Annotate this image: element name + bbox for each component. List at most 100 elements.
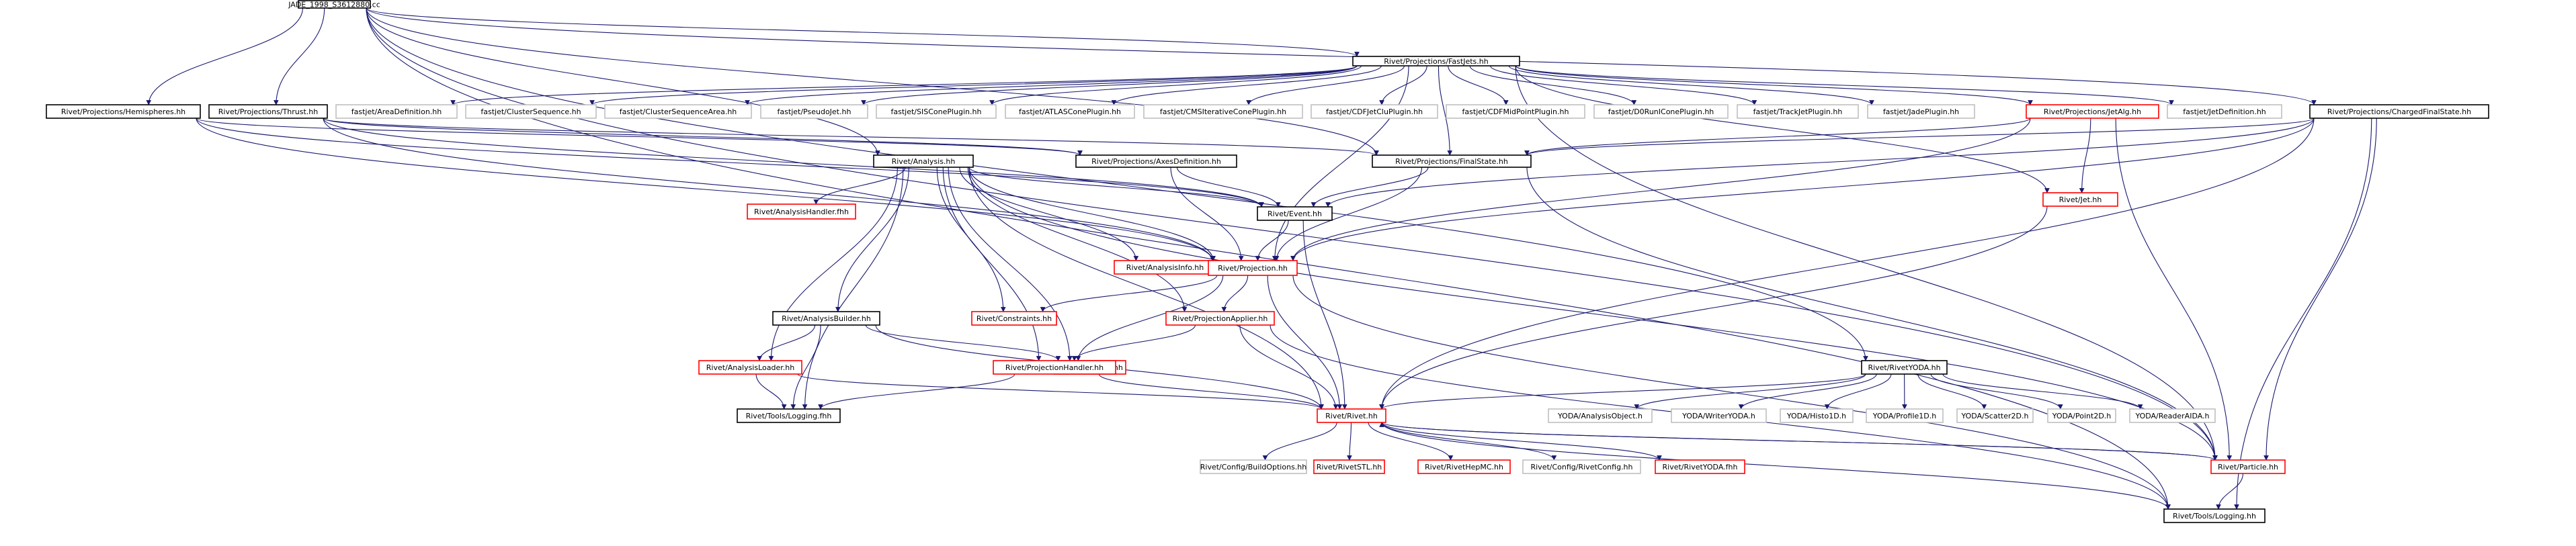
edge-projection-to-rivethh <box>1267 275 1343 410</box>
node-trackjet: fastjet/TrackJetPlugin.hh <box>1737 104 1859 119</box>
node-clusterseq: fastjet/ClusterSequence.hh <box>465 104 597 119</box>
node-analysis[interactable]: Rivet/Analysis.hh <box>873 154 974 168</box>
edge-fastjets-to-cmsiter <box>1246 65 1405 105</box>
edge-jetalg-to-projection <box>1290 118 2031 261</box>
node-label: Rivet/Particle.hh <box>2218 463 2278 471</box>
node-fastjets[interactable]: Rivet/Projections/FastJets.hh <box>1352 56 1520 66</box>
edge-rivethh-to-rivethepmc <box>1368 422 1454 461</box>
node-root[interactable]: JADE_1998_S3612880.cc <box>288 0 380 9</box>
node-box <box>1522 459 1641 474</box>
edge-fastjets-to-pseudojet <box>861 65 1358 105</box>
edge-chargedfs-to-projection <box>1290 118 2315 261</box>
node-analysisloader[interactable]: Rivet/AnalysisLoader.hh <box>698 360 802 375</box>
edge-hemispheres-to-event <box>196 118 1264 208</box>
node-yodapoint: YODA/Point2D.h <box>2047 408 2116 423</box>
node-label: fastjet/ClusterSequenceArea.hh <box>620 107 737 116</box>
node-yodareader: YODA/ReaderAIDA.h <box>2129 408 2216 423</box>
node-box <box>1257 206 1333 221</box>
node-thrust[interactable]: Rivet/Projections/Thrust.hh <box>208 104 328 119</box>
node-toolslog[interactable]: Rivet/Tools/Logging.hh <box>2163 508 2266 523</box>
node-label: fastjet/ClusterSequence.hh <box>481 107 581 116</box>
node-constraints[interactable]: Rivet/Constraints.hh <box>971 311 1057 326</box>
node-box <box>1861 360 1948 375</box>
edge-finalstate-to-projection <box>1274 167 1423 261</box>
node-label: YODA/AnalysisObject.h <box>1557 412 1643 420</box>
node-event[interactable]: Rivet/Event.hh <box>1257 206 1333 221</box>
edge-analysis-to-analysisinfo <box>959 167 1139 261</box>
node-box <box>737 408 841 423</box>
node-label: fastjet/CDFJetCluPlugin.hh <box>1326 107 1423 116</box>
node-label: Rivet/AnalysisInfo.hh <box>1126 263 1204 272</box>
node-yodahisto: YODA/Histo1D.h <box>1780 408 1854 423</box>
node-areadef: fastjet/AreaDefinition.hh <box>335 104 458 119</box>
node-particle[interactable]: Rivet/Particle.hh <box>2210 459 2286 474</box>
node-label: fastjet/CMSIterativeConePlugin.hh <box>1160 107 1286 116</box>
edge-analysis-to-event <box>968 167 1264 208</box>
node-analysishandlerf[interactable]: Rivet/AnalysisHandler.fhh <box>747 203 856 220</box>
edge-root-to-toolslog <box>366 7 2171 510</box>
node-rivetconfig: Rivet/Config/RivetConfig.hh <box>1522 459 1641 474</box>
edge-root-to-fastjets <box>366 7 1360 57</box>
node-analysisinfo[interactable]: Rivet/AnalysisInfo.hh <box>1114 260 1216 275</box>
node-pseudojet: fastjet/PseudoJet.hh <box>760 104 868 119</box>
edge-rivethh-to-buildopts <box>1262 422 1337 461</box>
node-box <box>1655 459 1745 474</box>
node-box <box>1165 311 1275 326</box>
node-toolslogfhh[interactable]: Rivet/Tools/Logging.fhh <box>737 408 841 423</box>
node-rivethepmc[interactable]: Rivet/RivetHepMC.hh <box>1417 459 1511 474</box>
node-label: Rivet/Tools/Logging.fhh <box>746 412 832 420</box>
edge-fastjets-to-projection <box>1272 65 1409 261</box>
node-rivetstl[interactable]: Rivet/RivetSTL.hh <box>1313 459 1385 474</box>
node-yodaprofile: YODA/Profile1D.h <box>1866 408 1944 423</box>
node-rivetyodafhh[interactable]: Rivet/RivetYODA.fhh <box>1655 459 1745 474</box>
node-box <box>1200 459 1307 474</box>
node-label: Rivet/Tools/Logging.hh <box>2173 512 2256 520</box>
edge-axesdef-to-event <box>1176 167 1281 208</box>
node-box <box>2210 459 2286 474</box>
node-box <box>1313 459 1385 474</box>
node-jet[interactable]: Rivet/Jet.hh <box>2042 192 2118 207</box>
node-projapplier[interactable]: Rivet/ProjectionApplier.hh <box>1165 311 1275 326</box>
node-axesdef[interactable]: Rivet/Projections/AxesDefinition.hh <box>1075 154 1237 168</box>
node-label: Rivet/Projections/Thrust.hh <box>218 107 319 116</box>
node-label: fastjet/JadePlugin.hh <box>1883 107 1959 116</box>
edge-thrust-to-axesdef <box>323 118 1083 156</box>
node-projection[interactable]: Rivet/Projection.hh <box>1208 260 1298 276</box>
node-rivetyoda[interactable]: Rivet/RivetYODA.hh <box>1861 360 1948 375</box>
node-analysisbuilder[interactable]: Rivet/AnalysisBuilder.hh <box>772 311 880 326</box>
node-label: Rivet/Constraints.hh <box>977 314 1052 323</box>
node-label: fastjet/TrackJetPlugin.hh <box>1753 107 1843 116</box>
node-jetdef: fastjet/JetDefinition.hh <box>2167 104 2282 119</box>
node-siscone: fastjet/SISConePlugin.hh <box>876 104 997 119</box>
node-box <box>2047 408 2116 423</box>
node-hemispheres[interactable]: Rivet/Projections/Hemispheres.hh <box>46 104 201 119</box>
edge-jetalg-to-jet <box>2079 118 2091 193</box>
edge-fastjets-to-cdfmidpoint <box>1448 65 1509 105</box>
node-rivethh[interactable]: Rivet/Rivet.hh <box>1317 408 1386 423</box>
node-label: fastjet/PseudoJet.hh <box>778 107 851 116</box>
node-finalstate[interactable]: Rivet/Projections/FinalState.hh <box>1372 154 1532 168</box>
node-box <box>760 104 868 119</box>
edge-rivethh-to-rivetconfig <box>1381 422 1557 461</box>
node-label: Rivet/Rivet.hh <box>1325 412 1378 420</box>
node-cdfjetclu: fastjet/CDFJetCluPlugin.hh <box>1311 104 1438 119</box>
edge-rivetyoda-to-yodareader <box>1942 373 2143 410</box>
node-label: Rivet/Projections/ChargedFinalState.hh <box>2327 107 2471 116</box>
node-label: Rivet/Projections/JetAlg.hh <box>2044 107 2141 116</box>
edge-projhandler-to-toolslogfhh <box>818 373 1015 410</box>
edge-fastjets-to-jadeplugin <box>1508 65 1874 105</box>
node-label: Rivet/Projections/AxesDefinition.hh <box>1091 157 1221 166</box>
node-chargedfs[interactable]: Rivet/Projections/ChargedFinalState.hh <box>2309 104 2489 119</box>
node-buildopts: Rivet/Config/BuildOptions.hh <box>1200 459 1307 474</box>
node-box <box>1671 408 1767 423</box>
edge-analysisloader-to-rivethh <box>797 373 1324 410</box>
node-jetalg[interactable]: Rivet/Projections/JetAlg.hh <box>2026 104 2159 119</box>
edge-thrust-to-event <box>323 118 1264 208</box>
edge-projection-to-projapplier <box>1221 275 1249 312</box>
node-projhandler[interactable]: Rivet/ProjectionHandler.hh <box>993 360 1116 375</box>
edge-fastjets-to-trackjet <box>1490 65 1757 105</box>
node-jadeplugin: fastjet/JadePlugin.hh <box>1867 104 1975 119</box>
node-box <box>873 154 974 168</box>
node-box <box>2042 192 2118 207</box>
node-atlascone: fastjet/ATLASConePlugin.hh <box>1005 104 1135 119</box>
